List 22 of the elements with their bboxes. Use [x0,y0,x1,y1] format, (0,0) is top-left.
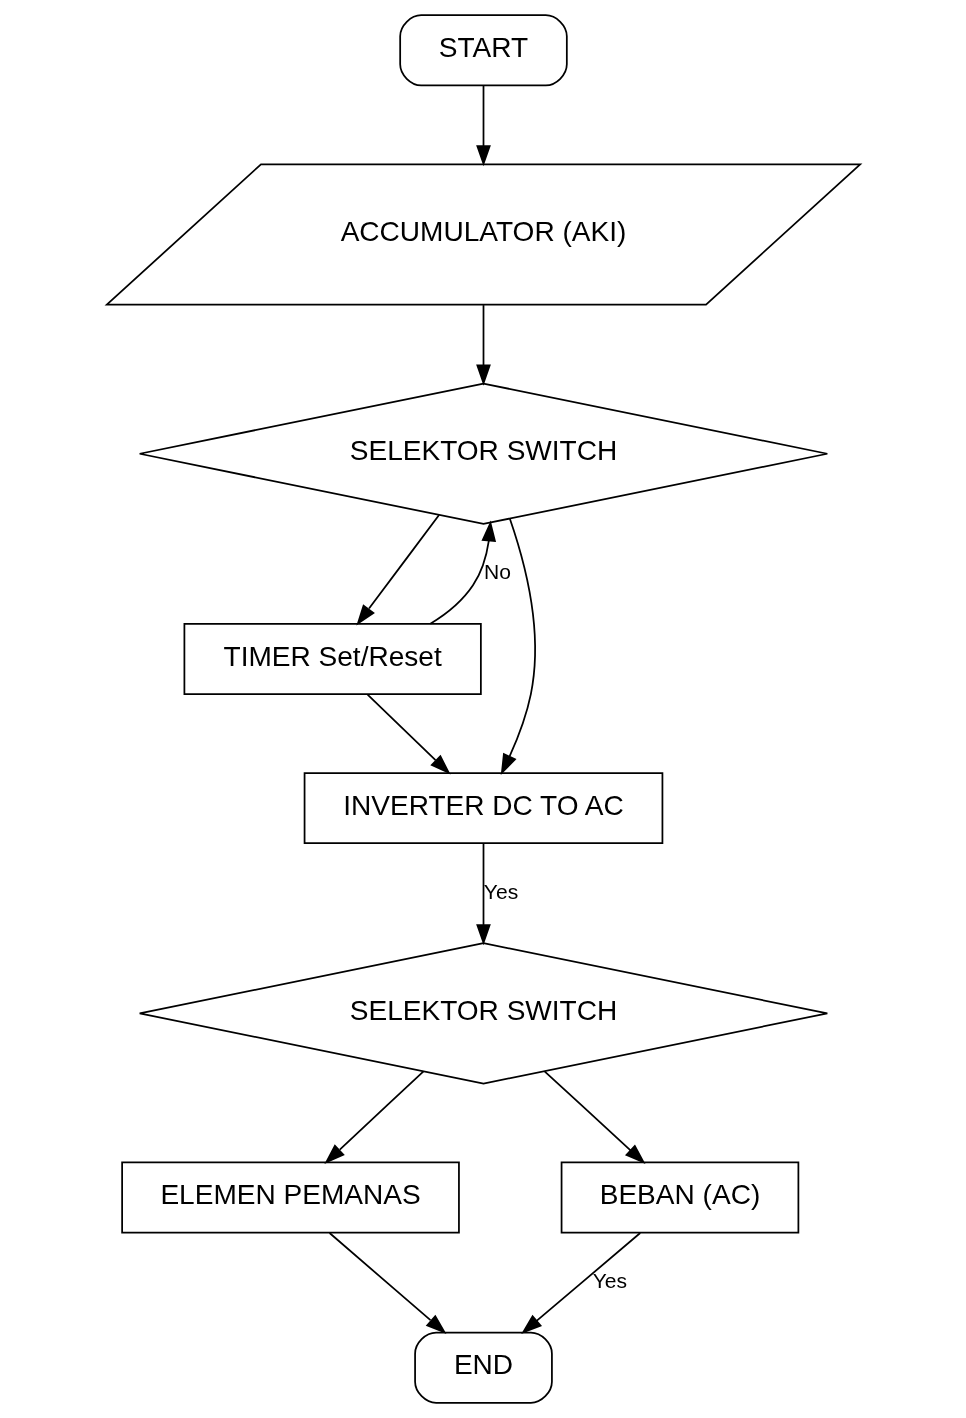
node-diamond: SELEKTOR SWITCH [138,942,828,1085]
arrow [355,514,440,626]
node-box: ELEMEN PEMANAS [120,1161,460,1234]
node-box: INVERTER DC TO AC [303,772,663,845]
edge-label: Yes [592,1269,627,1293]
edge-label: No [483,560,511,584]
node-box: TIMER Set/Reset [183,623,482,695]
arrow [475,842,491,946]
arrow [323,1070,424,1165]
arrow [543,1070,645,1165]
arrow [500,517,536,775]
node-box: BEBAN (AC) [560,1161,799,1234]
arrow [328,1232,446,1334]
arrow [520,1232,641,1334]
arrow [475,304,491,386]
node-diamond: SELEKTOR SWITCH [138,382,828,525]
node-box: START [398,14,568,87]
arrow [475,85,491,167]
arrow [366,693,451,775]
arrow [429,520,496,625]
node-box: END [413,1331,553,1404]
edge-label: Yes [483,879,518,903]
